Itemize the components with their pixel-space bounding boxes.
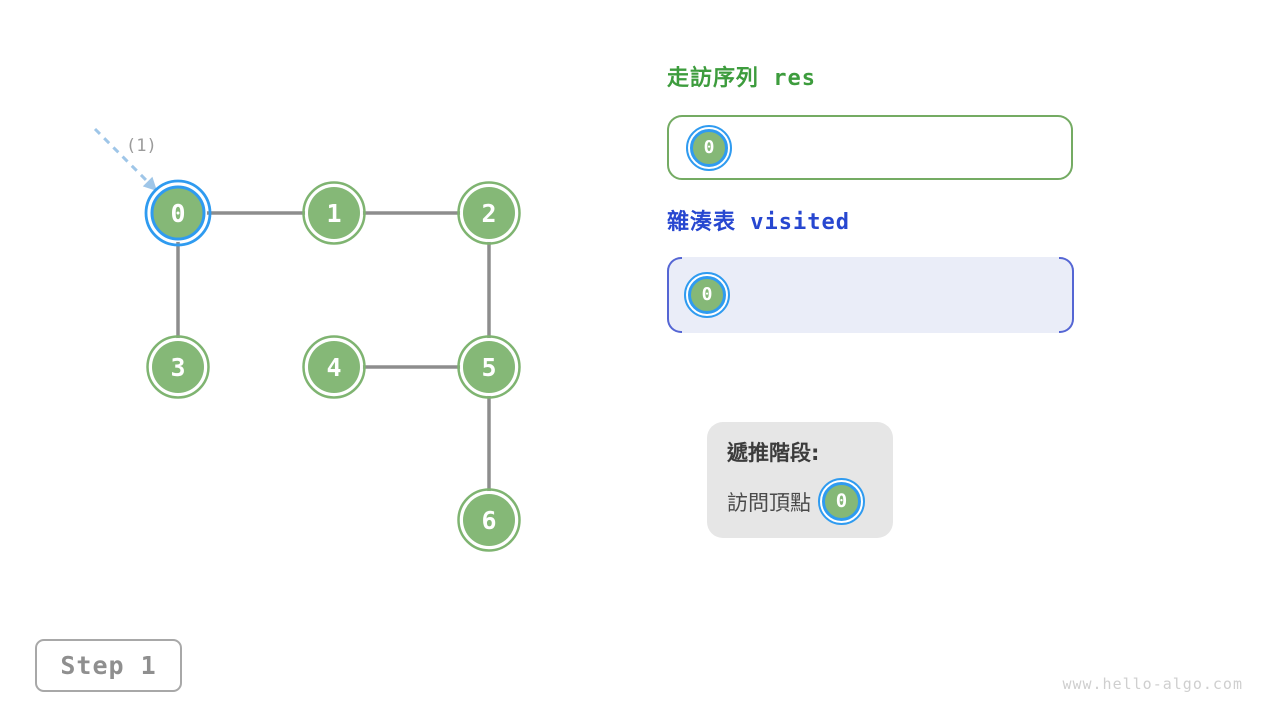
res-list: 0	[667, 115, 1073, 180]
stage-heading: 遞推階段:	[727, 441, 820, 465]
graph-node-4: 4	[302, 335, 366, 399]
svg-text:1: 1	[326, 199, 341, 228]
graph-diagram: 0 1 2 3 4 5 6	[93, 127, 521, 552]
visited-panel-title: 雜湊表 visited	[667, 210, 850, 235]
item-node-0: 0	[818, 478, 865, 525]
watermark: www.hello-algo.com	[1062, 675, 1243, 693]
stage-action-label: 訪問頂點	[727, 490, 811, 515]
res-items: 0	[686, 124, 732, 171]
visited-items: 0	[684, 272, 730, 318]
svg-text:6: 6	[481, 506, 496, 535]
graph-node-0: 0	[144, 179, 212, 247]
item-node-label: 0	[688, 276, 726, 314]
stage-note: 遞推階段: 訪問頂點 0	[707, 422, 893, 538]
item-node-0: 0	[684, 272, 730, 318]
graph-node-2: 2	[457, 181, 521, 245]
res-panel-title: 走訪序列 res	[667, 66, 816, 91]
item-node-label: 0	[690, 128, 728, 167]
visited-right-bracket	[1059, 257, 1074, 333]
item-node-label: 0	[822, 482, 861, 521]
visit-order-label: (1)	[126, 136, 157, 156]
graph-node-3: 3	[146, 335, 210, 399]
stage-action-row: 訪問頂點 0	[727, 478, 873, 525]
svg-text:4: 4	[326, 353, 341, 382]
svg-text:5: 5	[481, 353, 496, 382]
step-badge: Step 1	[35, 639, 182, 692]
item-node-0: 0	[686, 124, 732, 171]
visited-left-bracket	[667, 257, 682, 333]
stage-node-slot: 0	[818, 478, 865, 525]
visit-arrowhead-icon	[142, 176, 157, 191]
svg-text:0: 0	[170, 199, 185, 228]
visited-list: 0	[667, 257, 1074, 333]
graph-node-1: 1	[302, 181, 366, 245]
graph-node-5: 5	[457, 335, 521, 399]
graph-node-6: 6	[457, 488, 521, 552]
svg-text:2: 2	[481, 199, 496, 228]
svg-text:3: 3	[170, 353, 185, 382]
